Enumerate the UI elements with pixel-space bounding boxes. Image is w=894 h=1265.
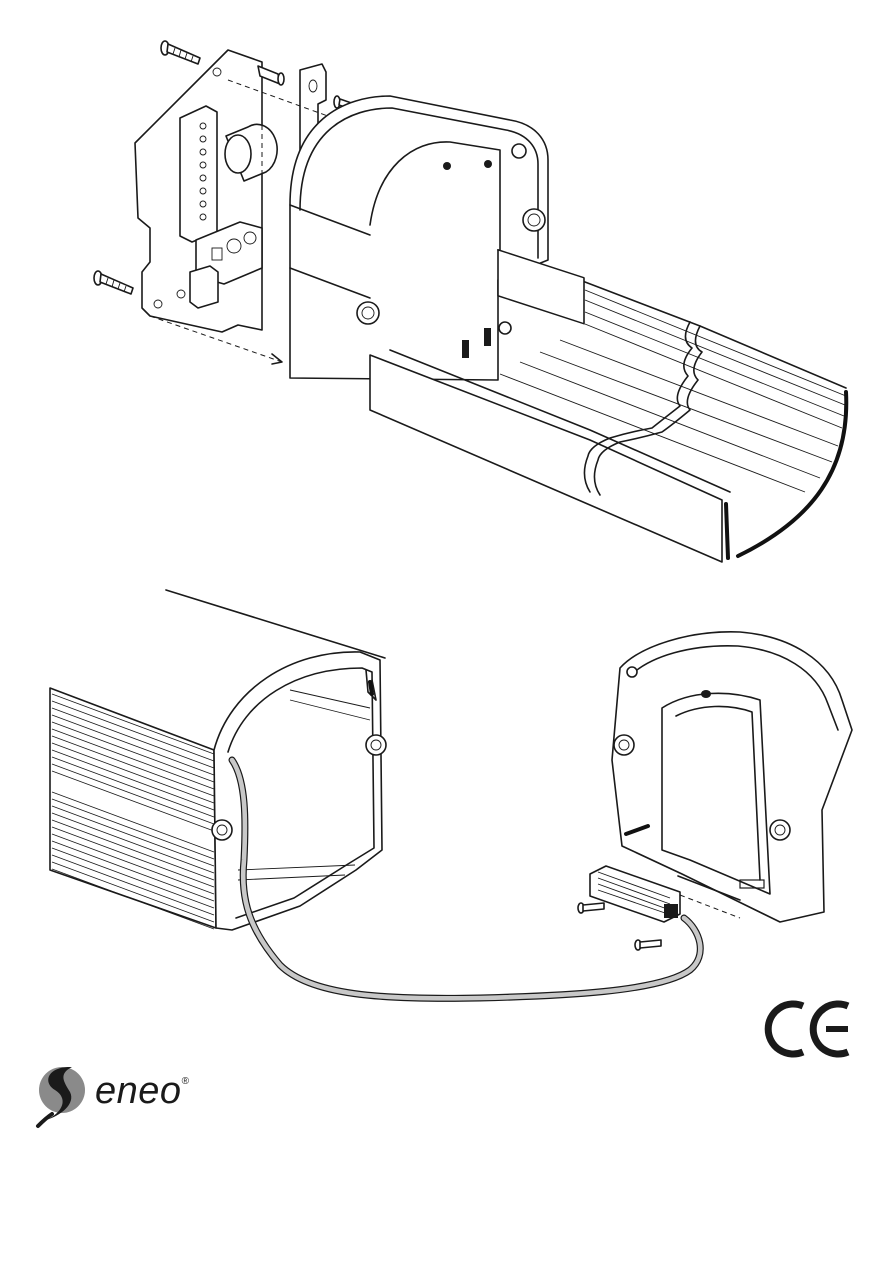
cooling-fin [51,868,215,930]
cooling-fin [51,847,215,909]
eneo-swirl-logo-icon [36,1066,85,1128]
registered-mark: ® [181,1076,190,1087]
cooling-fin [51,812,215,874]
housing-body-icon [49,589,387,931]
cooling-fin [51,721,215,783]
cooling-fin [51,854,215,916]
cooling-fin [51,742,215,804]
cooling-fin [51,840,215,902]
cooling-fin [51,791,215,853]
cooling-fin [51,833,215,895]
cooling-fin [51,798,215,860]
brand-name: eneo [95,1070,182,1112]
cooling-fin [51,693,215,755]
housing-tray-icon [369,248,849,563]
cooling-fin [51,714,215,776]
ce-mark-icon [764,1000,850,1058]
cooling-fin [51,770,215,832]
cooling-fin [51,700,215,762]
cooling-fin [51,749,215,811]
screw-icon [93,270,134,295]
figure-board-mounting [93,40,849,563]
cooling-fin [51,763,215,825]
cooling-fin [51,819,215,881]
screw-icon [634,939,662,951]
screw-icon [160,40,201,65]
figure-heater-cable [49,589,853,1002]
cooling-fin [51,826,215,888]
cooling-fin [51,735,215,797]
screw-icon [577,902,605,914]
heater-element-icon [589,865,741,923]
cooling-fin [51,861,215,923]
cooling-fin [51,805,215,867]
cooling-fin [51,707,215,769]
cooling-fin [51,756,215,818]
brand-wordmark: eneo® [95,1070,189,1113]
end-cap-icon [289,95,549,381]
circuit-board-icon [134,49,278,333]
cooling-fin [51,728,215,790]
spacer-icon [257,65,285,86]
end-cap-rear-icon [611,631,853,923]
cable-fill [229,757,703,1001]
